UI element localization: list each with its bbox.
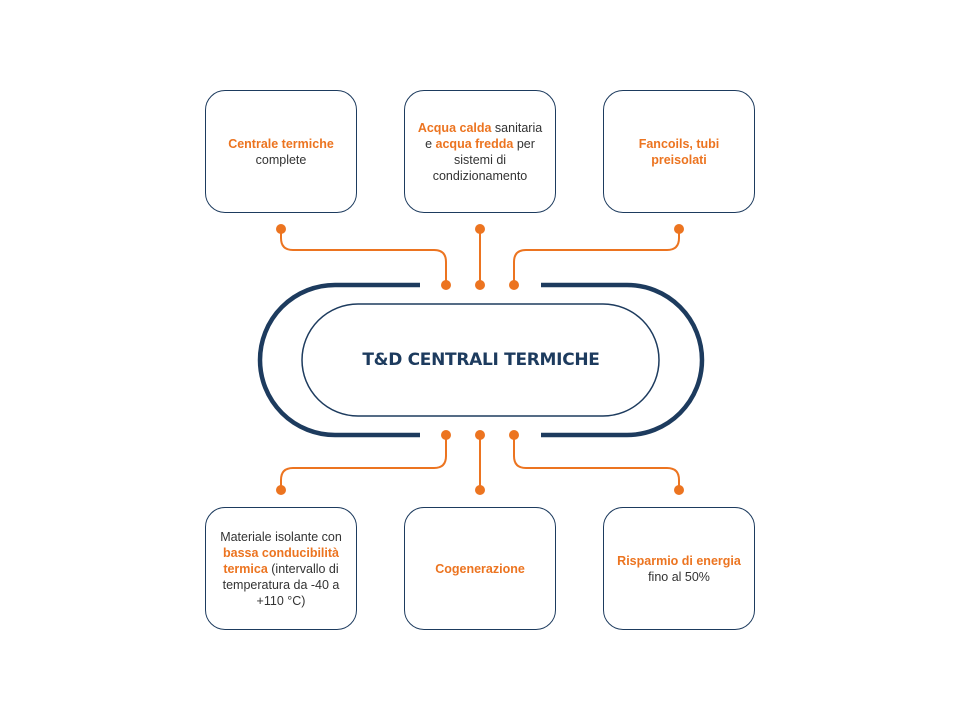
dot-bottom-center-hub — [475, 430, 485, 440]
box-top-left: Centrale termiche complete — [205, 90, 357, 213]
dot-top-center-hub — [475, 280, 485, 290]
connector-bottom-left — [280, 435, 447, 490]
box-bottom-right-rest: fino al 50% — [648, 569, 710, 584]
outer-frame-top-right — [541, 282, 705, 438]
dot-bottom-right-end — [674, 485, 684, 495]
box-top-center-rest-2: per sistemi di condizionamento — [432, 136, 535, 183]
dot-bottom-left-hub — [441, 430, 451, 440]
box-bottom-right-text: Risparmio di energia fino al 50% — [613, 553, 745, 585]
box-top-right-highlight: Fancoils, tubi preisolati — [638, 136, 720, 167]
connector-bottom-right — [513, 435, 680, 490]
dot-top-left-hub — [441, 280, 451, 290]
dot-top-left-end — [276, 224, 286, 234]
box-bottom-left-rest-2: (intervallo di temperatura da -40 a +110… — [222, 561, 340, 608]
box-top-center: Acqua calda sanitaria e acqua fredda per… — [404, 90, 556, 213]
box-bottom-left: Materiale isolante con bassa conducibili… — [205, 507, 357, 630]
dot-bottom-center-end — [475, 485, 485, 495]
connector-top-left — [280, 229, 447, 284]
box-bottom-right: Risparmio di energia fino al 50% — [603, 507, 755, 630]
box-top-center-highlight-1: Acqua calda — [417, 120, 492, 135]
box-top-left-highlight: Centrale termiche — [228, 136, 334, 151]
dot-bottom-left-end — [276, 485, 286, 495]
box-bottom-left-rest-1: Materiale isolante con — [220, 529, 342, 544]
box-bottom-center: Cogenerazione — [404, 507, 556, 630]
box-top-center-text: Acqua calda sanitaria e acqua fredda per… — [414, 120, 546, 184]
box-bottom-left-text: Materiale isolante con bassa conducibili… — [215, 529, 347, 609]
dot-top-right-end — [674, 224, 684, 234]
box-top-left-text: Centrale termiche complete — [215, 136, 347, 168]
box-bottom-center-text: Cogenerazione — [435, 561, 525, 577]
box-bottom-left-highlight: bassa conducibilità termica — [222, 545, 339, 576]
connector-top-right — [513, 229, 680, 284]
dot-top-center-end — [475, 224, 485, 234]
outer-frame-top-left — [257, 282, 420, 438]
box-top-right-text: Fancoils, tubi preisolati — [613, 136, 745, 168]
center-title: T&D CENTRALI TERMICHE — [362, 350, 600, 370]
box-bottom-center-highlight: Cogenerazione — [435, 561, 525, 576]
box-top-right: Fancoils, tubi preisolati — [603, 90, 755, 213]
box-top-left-rest: complete — [255, 152, 307, 167]
box-top-center-rest-1: sanitaria e — [425, 120, 543, 151]
dot-top-right-hub — [509, 280, 519, 290]
box-bottom-right-highlight: Risparmio di energia — [617, 553, 741, 568]
dot-bottom-right-hub — [509, 430, 519, 440]
inner-pill — [301, 303, 660, 417]
box-top-center-highlight-2: acqua fredda — [435, 136, 514, 151]
